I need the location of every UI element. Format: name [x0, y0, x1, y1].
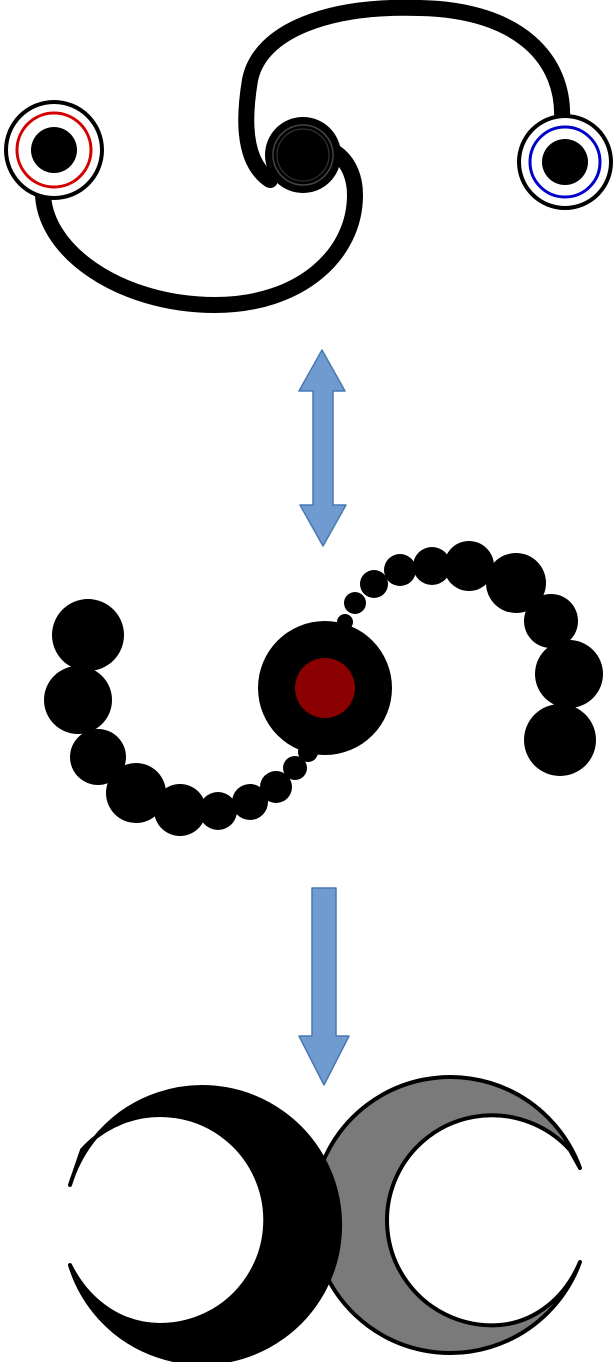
crescent-left — [70, 1087, 340, 1362]
left-node — [4, 100, 104, 200]
chain-center-core — [295, 658, 355, 718]
chain-bead — [524, 594, 578, 648]
chain-bead — [52, 599, 124, 671]
chain-bead — [199, 792, 237, 830]
chain-bead — [360, 570, 388, 598]
right-node — [517, 114, 613, 210]
chain-bead — [154, 784, 206, 836]
top-structure — [4, 8, 613, 305]
chain-bead — [524, 704, 596, 776]
crescent-right — [312, 1077, 580, 1353]
double-arrow-icon — [299, 350, 346, 546]
chain-bead — [44, 666, 112, 734]
chain-bead — [535, 640, 603, 708]
bead-chain — [44, 541, 603, 836]
center-node — [265, 117, 341, 193]
chain-bead — [384, 554, 416, 586]
chain-bead — [344, 592, 366, 614]
crescents — [70, 1077, 580, 1362]
down-arrow-icon — [299, 888, 349, 1085]
